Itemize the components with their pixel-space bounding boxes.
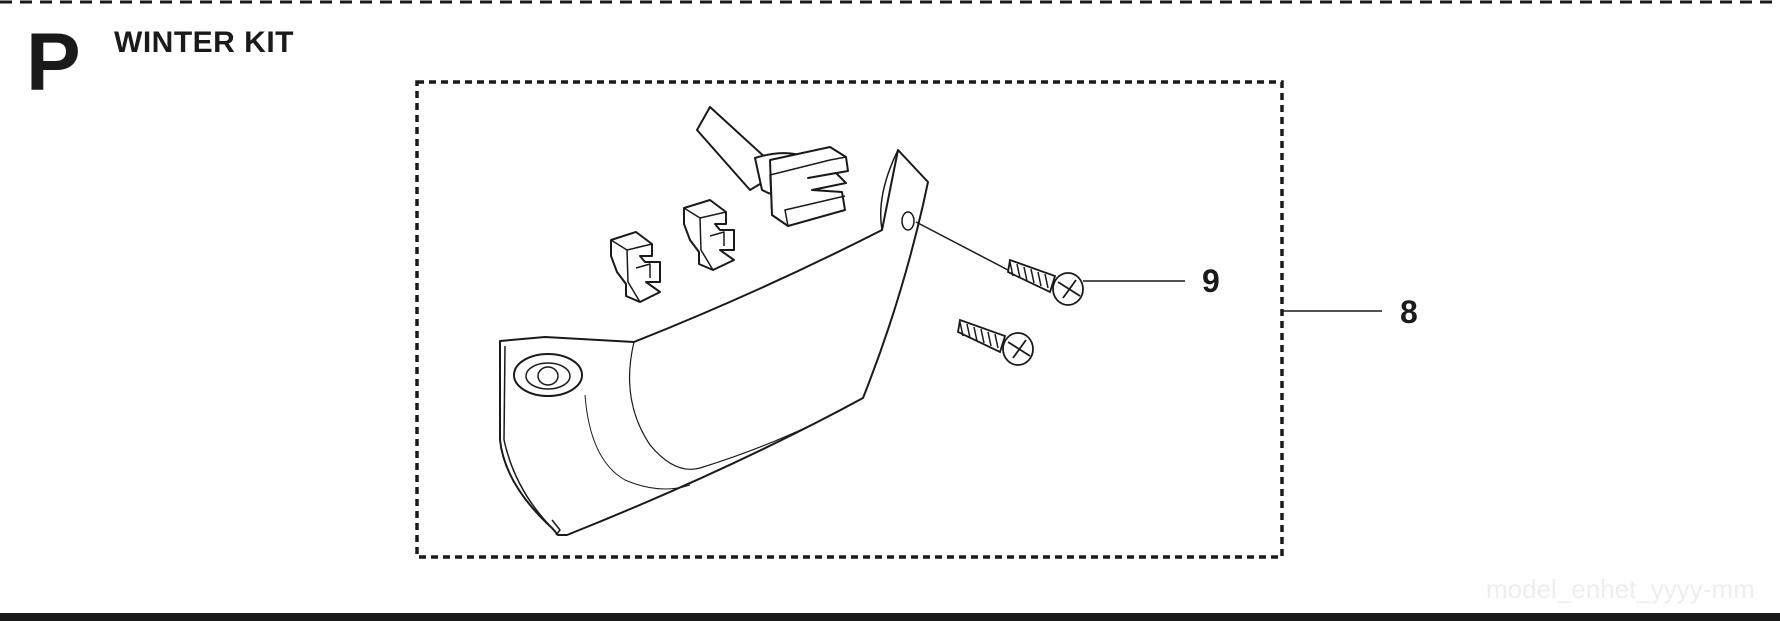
retaining-clip-2: [683, 199, 735, 271]
section-letter: P: [26, 17, 81, 108]
watermark: model_enhet_yyyy-mm: [1486, 574, 1755, 604]
screw-1: [1007, 258, 1084, 306]
callout-9: 9: [1202, 263, 1220, 299]
leader-line-screw: [915, 221, 1009, 271]
top-dashed-rule: [0, 0, 1780, 4]
intake-flap: [696, 106, 849, 227]
screw-2: [957, 318, 1034, 366]
cover-plate: [499, 149, 929, 536]
section-title: WINTER KIT: [114, 26, 294, 59]
kit-boundary: [415, 80, 1284, 559]
bottom-rule: [0, 613, 1780, 621]
retaining-clip-1: [610, 231, 661, 303]
callout-8: 8: [1400, 294, 1418, 330]
